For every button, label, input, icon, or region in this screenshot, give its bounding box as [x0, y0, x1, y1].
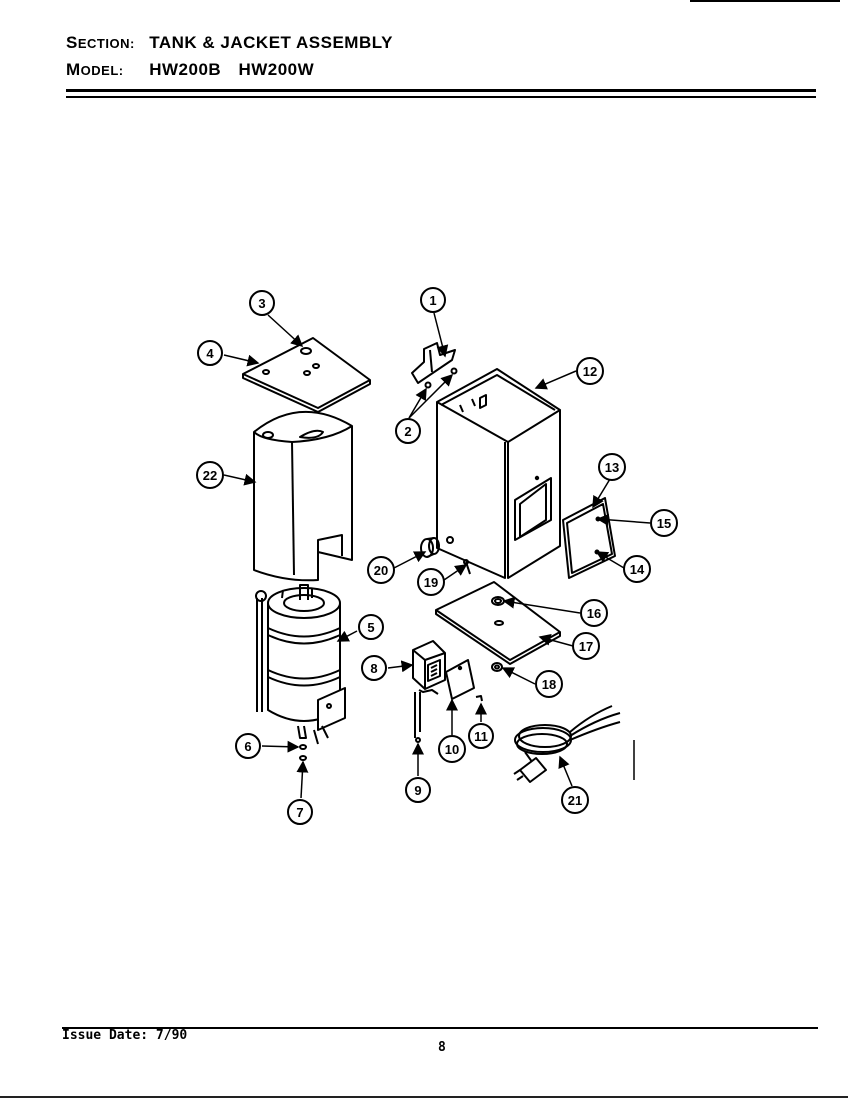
callout-3: 3 [249, 290, 275, 316]
svg-text:5: 5 [367, 620, 374, 635]
callout-21: 21 [561, 786, 589, 814]
grommet [491, 662, 503, 672]
model-line: MODEL: HW200B HW200W [66, 57, 393, 84]
callout-17: 17 [572, 632, 600, 660]
page-number: 8 [438, 1040, 446, 1055]
model-values: HW200B HW200W [149, 57, 326, 83]
svg-text:1: 1 [429, 293, 436, 308]
footer-rule [62, 1027, 818, 1029]
svg-text:9: 9 [414, 783, 421, 798]
svg-text:8: 8 [370, 661, 377, 676]
svg-text:17: 17 [579, 639, 593, 654]
svg-text:19: 19 [424, 575, 438, 590]
svg-text:21: 21 [568, 793, 582, 808]
callout-12: 12 [576, 357, 604, 385]
top-cover-plate [242, 337, 371, 413]
svg-text:3: 3 [258, 296, 265, 311]
issue-date: Issue Date: 7/90 [62, 1028, 188, 1043]
thermostat [412, 640, 446, 690]
top-edge-rule [690, 0, 840, 2]
callout-6: 6 [235, 733, 261, 759]
callout-11: 11 [468, 723, 494, 749]
callout-13: 13 [598, 453, 626, 481]
callout-20: 20 [367, 556, 395, 584]
callout-2: 2 [395, 418, 421, 444]
svg-text:2: 2 [404, 424, 411, 439]
header-rule-thin [66, 96, 816, 98]
svg-text:10: 10 [445, 742, 459, 757]
callout-1: 1 [420, 287, 446, 313]
drain-valve [299, 744, 307, 761]
tank [255, 584, 346, 745]
svg-text:22: 22 [203, 468, 217, 483]
element-cover [445, 659, 475, 700]
bottom-plate [435, 581, 561, 665]
model-1: HW200B [149, 60, 222, 79]
svg-text:14: 14 [630, 562, 645, 577]
svg-text:12: 12 [583, 364, 597, 379]
mounting-bracket [411, 342, 458, 389]
section-line: SECTION: TANK & JACKET ASSEMBLY [66, 30, 393, 57]
svg-text:13: 13 [605, 460, 619, 475]
callout-22: 22 [196, 461, 224, 489]
callout-19: 19 [417, 568, 445, 596]
callout-10: 10 [438, 735, 466, 763]
callout-7: 7 [287, 799, 313, 825]
section-value: TANK & JACKET ASSEMBLY [149, 33, 393, 52]
cover-screw [475, 695, 483, 702]
section-label: SECTION: [66, 33, 135, 52]
model-2: HW200W [238, 60, 315, 79]
access-panel [562, 497, 616, 579]
svg-text:11: 11 [474, 729, 488, 744]
svg-text:18: 18 [542, 677, 556, 692]
power-cord [513, 705, 621, 783]
svg-text:4: 4 [206, 346, 214, 361]
callout-8: 8 [361, 655, 387, 681]
callout-9: 9 [405, 777, 431, 803]
svg-text:16: 16 [587, 606, 601, 621]
callout-4: 4 [197, 340, 223, 366]
callout-18: 18 [535, 670, 563, 698]
callout-15: 15 [650, 509, 678, 537]
callout-16: 16 [580, 599, 608, 627]
model-label: MODEL: [66, 60, 124, 79]
header-rule-thick [66, 89, 816, 92]
callout-14: 14 [623, 555, 651, 583]
screw [463, 559, 471, 575]
outer-cabinet [436, 368, 561, 579]
bottom-edge-rule [0, 1096, 848, 1098]
svg-text:6: 6 [244, 739, 251, 754]
callout-5: 5 [358, 614, 384, 640]
svg-text:7: 7 [296, 805, 303, 820]
svg-text:20: 20 [374, 563, 388, 578]
svg-text:15: 15 [657, 516, 671, 531]
inner-jacket [253, 410, 353, 582]
page-header: SECTION: TANK & JACKET ASSEMBLY MODEL: H… [66, 30, 393, 84]
wire-harness [414, 689, 439, 743]
callouts: 3 4 1 2 12 13 15 14 22 20 19 16 17 18 5 … [196, 287, 678, 825]
